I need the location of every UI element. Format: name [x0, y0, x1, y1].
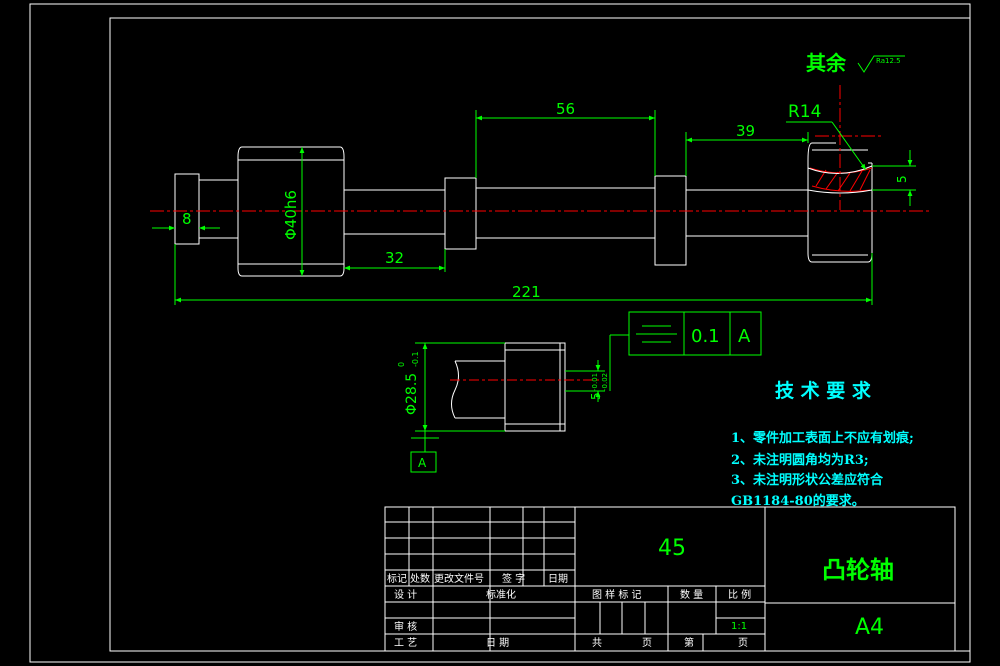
requirement-item-3: 3、未注明形状公差应符合	[731, 472, 884, 488]
tb-label-page: 页	[642, 637, 652, 649]
requirement-item-2: 2、未注明圆角均为R3;	[731, 452, 869, 468]
title-block	[384, 506, 956, 652]
tb-label-review: 审 核	[394, 620, 417, 633]
material-value: 45	[658, 536, 686, 561]
requirement-item-4: GB1184-80的要求。	[731, 493, 865, 509]
dim-5-upper: -0.01	[591, 373, 599, 391]
requirement-item-1: 1、零件加工表面上不应有划痕;	[731, 430, 914, 446]
dim-40h6: Φ40h6	[282, 190, 300, 240]
tb-label-place: 处数	[410, 572, 430, 585]
shaft-main-view	[174, 142, 873, 277]
sheet-size: A4	[855, 615, 884, 640]
tolerance-frame	[628, 311, 762, 356]
dim-5-small: 5	[589, 392, 603, 400]
tb-label-change-doc: 更改文件号	[434, 572, 484, 585]
datum-label: A	[418, 456, 427, 470]
requirements-title: 技 术 要 求	[775, 379, 872, 402]
dim-32: 32	[385, 249, 404, 267]
dim-56: 56	[556, 100, 575, 118]
surface-finish-value: Ra12.5	[876, 57, 901, 65]
tolerance-datum: A	[738, 326, 751, 347]
tb-label-date2: 日 期	[486, 637, 509, 649]
tb-label-design: 设 计	[394, 588, 417, 601]
tb-label-page2: 页	[738, 637, 748, 649]
tb-label-quantity: 数 量	[680, 588, 703, 601]
tb-label-total: 共	[592, 637, 602, 649]
tb-label-process: 工 艺	[394, 637, 417, 649]
tb-label-mark: 标记	[387, 573, 407, 585]
dim-39: 39	[736, 122, 755, 140]
part-name: 凸轮轴	[822, 556, 894, 584]
surface-finish-label: 其余	[806, 51, 847, 75]
tolerance-value: 0.1	[691, 326, 720, 347]
datum-box	[410, 451, 437, 473]
dimension-lines	[152, 110, 916, 305]
dim-8: 8	[182, 210, 192, 228]
centerlines-main	[150, 85, 930, 212]
tb-label-ratio: 比 例	[728, 588, 751, 601]
tb-label-sheet-no: 第	[684, 636, 694, 649]
dim-28-5: Φ28.5	[404, 373, 420, 415]
dim-5: 5	[895, 175, 909, 183]
dim-r14: R14	[788, 102, 821, 122]
dim-28-5-lower: -0.1	[411, 351, 420, 367]
scale-value: 1:1	[731, 621, 747, 632]
dim-28-5-upper: 0	[397, 362, 406, 367]
dim-221: 221	[512, 283, 541, 301]
surface-finish-symbol	[857, 55, 905, 73]
tb-label-standard: 标准化	[486, 588, 516, 601]
detail-dimension-lines	[411, 334, 629, 452]
tb-label-sign: 签 字	[502, 572, 525, 585]
detail-view	[451, 342, 566, 432]
tb-label-stage-mark: 图 样 标 记	[592, 588, 642, 601]
dim-5-lower: -0.02	[601, 373, 609, 391]
tb-label-date: 日期	[548, 573, 568, 585]
